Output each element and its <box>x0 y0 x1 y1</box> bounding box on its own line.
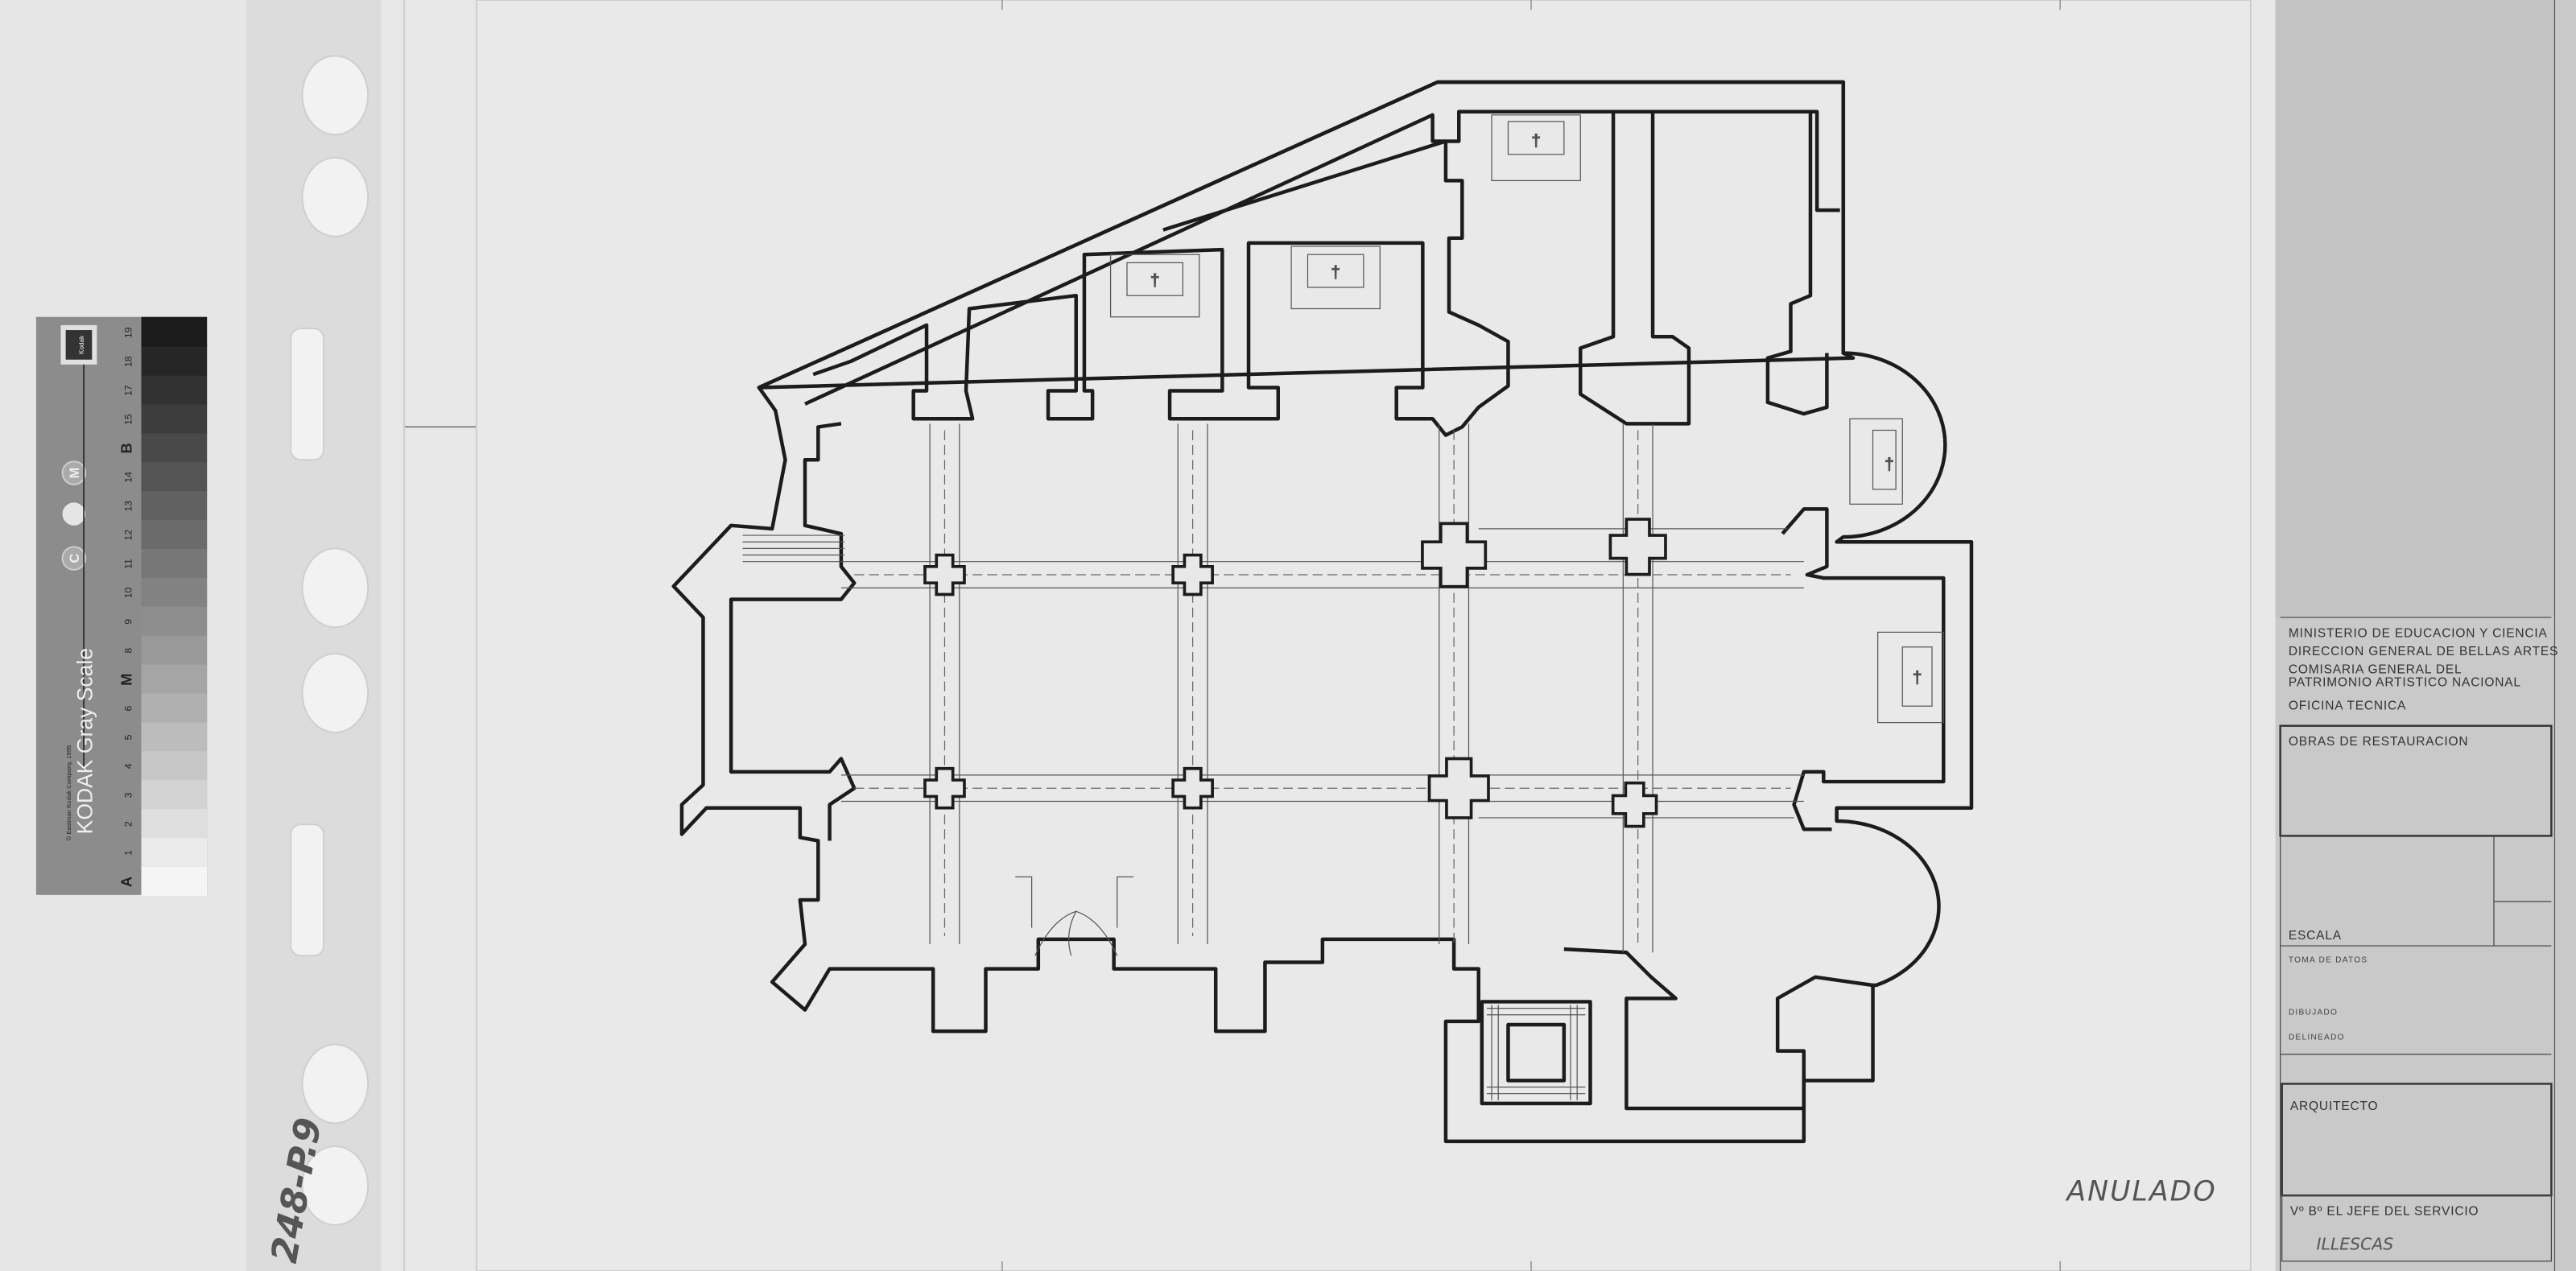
north-room <box>1492 109 1829 426</box>
kodak-logo-text: Kodak <box>78 335 85 354</box>
gray-step-patch <box>141 663 208 694</box>
altars: † † † † † <box>1109 114 1944 724</box>
delineated-label: DELINEADO <box>2289 1033 2345 1042</box>
gray-step-label: 13 <box>122 501 134 512</box>
gray-step-label: 9 <box>122 619 134 625</box>
pier <box>1171 766 1214 810</box>
inner-wall-north <box>804 109 1840 406</box>
church-floor-plan: † † † † † <box>671 80 1974 1144</box>
color-mark-m <box>61 460 87 485</box>
gray-step-label: 12 <box>122 530 134 541</box>
gray-step-label: 1 <box>122 850 134 856</box>
color-mark-m-label: M <box>68 468 82 479</box>
pier <box>923 553 966 596</box>
kodak-gray-scale-card: Kodak M C KODAK Gray Scale © Eastman Kod… <box>35 316 208 896</box>
gray-step-label: 5 <box>122 734 134 740</box>
gray-step-label: 4 <box>122 763 134 769</box>
gray-step-label: 14 <box>122 472 134 483</box>
gray-step-label: 3 <box>122 792 134 798</box>
binder-holes <box>290 55 369 1226</box>
signature-handwritten: ILLESCAS <box>2317 1234 2394 1253</box>
structural-grid <box>840 423 1804 953</box>
office-label: OFICINA TECNICA <box>2289 699 2406 712</box>
pier <box>1171 553 1214 596</box>
pier <box>1611 781 1658 828</box>
gray-step-label: A <box>118 877 134 887</box>
gray-step-patch <box>141 345 208 376</box>
west-wall-inner <box>729 422 857 841</box>
gray-step-label: 18 <box>122 356 134 367</box>
gray-step-patch <box>141 576 208 607</box>
gray-step-patch <box>141 461 208 492</box>
pier <box>1608 518 1667 576</box>
approval-label: Vº Bº EL JEFE DEL SERVICIO <box>2290 1205 2479 1219</box>
directorate-line: DIRECCION GENERAL DE BELLAS ARTES <box>2289 645 2558 658</box>
kodak-brand-label: KODAK Gray Scale <box>72 648 97 834</box>
entrance-door <box>1015 876 1134 956</box>
gray-step-label: B <box>118 443 134 453</box>
gray-step-patch <box>141 432 208 463</box>
gray-step-patch <box>141 605 208 636</box>
gray-step-patch <box>141 721 208 752</box>
gray-step-patch <box>141 779 208 810</box>
annulled-handwritten-mark: ANULADO <box>2065 1175 2216 1207</box>
gray-step-label: 19 <box>122 327 134 338</box>
architect-label: ARQUITECTO <box>2290 1100 2379 1113</box>
pier <box>1427 757 1490 819</box>
outer-wall-outline <box>671 80 1974 1144</box>
gray-step-patch <box>141 403 208 434</box>
gray-step-patch <box>141 837 208 867</box>
gray-step-patch <box>141 865 208 896</box>
cross-icon: † <box>1913 670 1922 687</box>
gray-step-patch <box>141 490 208 521</box>
cross-icon: † <box>1331 264 1340 282</box>
gray-step-label: 2 <box>122 821 134 827</box>
title-block: MINISTERIO DE EDUCACION Y CIENCIA DIRECC… <box>2275 0 2576 1271</box>
gray-step-patch <box>141 374 208 405</box>
drawn-label: DIBUJADO <box>2289 1009 2338 1017</box>
north-chapels <box>812 139 1510 437</box>
gray-step-patch <box>141 519 208 549</box>
gray-step-patch <box>141 547 208 578</box>
gray-step-label: 6 <box>122 705 134 711</box>
gray-step-label: 8 <box>122 648 134 654</box>
ministry-line: MINISTERIO DE EDUCACION Y CIENCIA <box>2289 627 2548 641</box>
kodak-copyright: © Eastman Kodak Company, 1995 <box>65 745 72 841</box>
cross-icon: † <box>1150 272 1159 290</box>
cross-icon: † <box>1531 133 1540 151</box>
color-mark-y <box>62 502 86 526</box>
gray-step-label: M <box>118 674 134 686</box>
gray-step-patch <box>141 692 208 723</box>
stair-hatching <box>742 534 1586 1100</box>
registration-ticks <box>1001 0 2062 1271</box>
heritage-line: PATRIMONIO ARTISTICO NACIONAL <box>2289 676 2521 690</box>
pier <box>923 766 966 810</box>
color-mark-c <box>61 546 87 571</box>
gray-step-patch <box>141 808 208 839</box>
data-collection-label: TOMA DE DATOS <box>2289 955 2368 964</box>
drawing-area <box>475 0 2252 1271</box>
gray-step-patch <box>141 634 208 665</box>
commission-line: COMISARIA GENERAL DEL <box>2289 662 2462 676</box>
piers <box>923 518 1667 828</box>
gray-step-patch <box>141 750 208 781</box>
works-title: OBRAS DE RESTAURACION <box>2289 735 2469 749</box>
gray-step-patch <box>141 316 208 347</box>
gray-step-label: 15 <box>122 414 134 425</box>
pier <box>1421 522 1488 588</box>
gray-step-label: 10 <box>122 587 134 598</box>
gray-step-label: 11 <box>122 559 134 569</box>
cross-icon: † <box>1885 456 1893 473</box>
south-rooms <box>1480 947 1873 1111</box>
scale-label: ESCALA <box>2289 929 2342 943</box>
color-mark-c-label: C <box>68 554 82 563</box>
gray-step-label: 17 <box>122 385 134 396</box>
